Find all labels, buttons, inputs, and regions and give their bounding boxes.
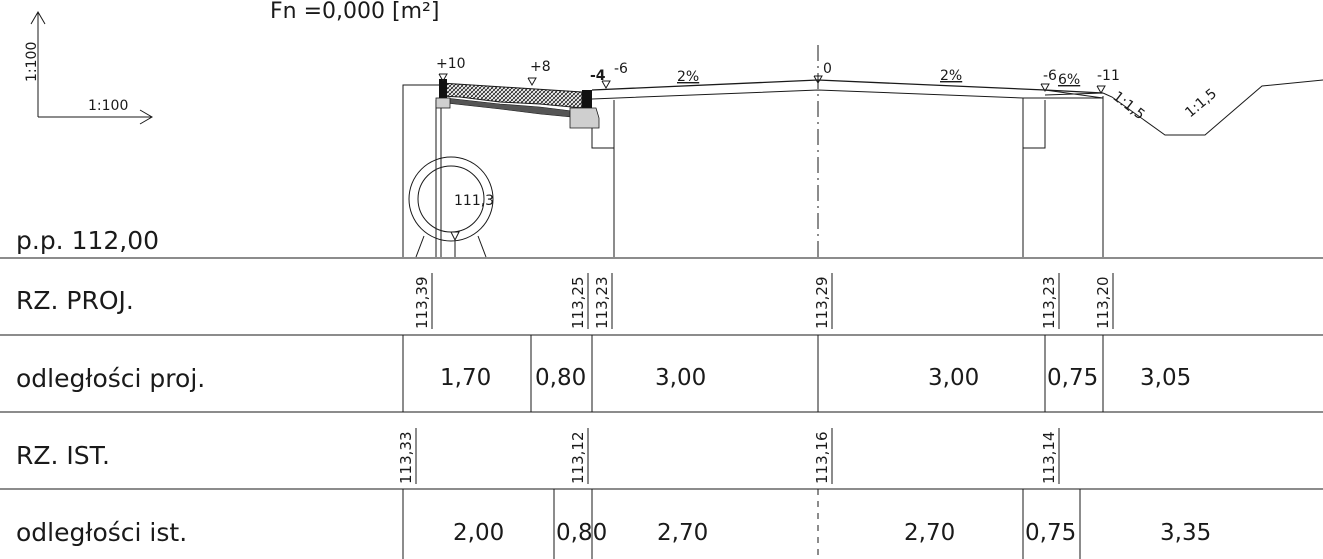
rz-ist-value: 113,16 <box>813 432 831 485</box>
rz-proj-value: 113,23 <box>593 277 611 330</box>
road-surface-top <box>591 79 1104 94</box>
row-label-rz-ist: RZ. IST. <box>16 441 110 470</box>
road-cross-section: 111,3 <box>16 45 1323 258</box>
odl-ist-value: 0,75 <box>1025 520 1076 546</box>
left-edge-kerb <box>439 79 447 103</box>
fn-area-label: Fn =0,000 [m²] <box>270 0 439 24</box>
slope-right: 2% <box>940 68 962 84</box>
slope-shoulder: 6% <box>1058 72 1080 88</box>
row-label-odl-proj: odległości proj. <box>16 364 205 393</box>
pipe-elevation-label: 111,3 <box>454 193 494 209</box>
pipe-outer <box>408 156 494 242</box>
ditch-profile <box>1102 79 1323 136</box>
row-label-odl-ist: odległości ist. <box>16 518 187 547</box>
rz-proj-value: 113,20 <box>1094 277 1112 330</box>
ditch-slope-right: 1:1,5 <box>1182 86 1220 121</box>
rz-ist-values: 113,33 113,12 113,16 113,14 <box>397 428 1060 485</box>
odl-ist-value: 2,70 <box>904 520 955 546</box>
rz-ist-value: 113,12 <box>569 432 587 485</box>
odl-ist-value: 0,80 <box>556 520 607 546</box>
rz-proj-value: 113,25 <box>569 277 587 330</box>
odl-proj-value: 1,70 <box>440 365 491 391</box>
odl-ist-value: 2,70 <box>657 520 708 546</box>
odl-ist-dividers <box>402 489 1081 559</box>
odl-proj-dividers <box>402 335 1104 412</box>
scale-vertical-label: 1:100 <box>24 42 40 82</box>
rz-ist-value: 113,33 <box>397 432 415 485</box>
odl-proj-value: 0,75 <box>1047 365 1098 391</box>
rz-proj-values: 113,39 113,25 113,23 113,29 113,23 113,20 <box>413 273 1114 330</box>
odl-proj-value: 3,00 <box>928 365 979 391</box>
odl-proj-value: 3,00 <box>655 365 706 391</box>
rz-proj-value: 113,39 <box>413 277 431 330</box>
marker-minus6-left: -6 <box>614 61 628 77</box>
odl-ist-value: 2,00 <box>453 520 504 546</box>
road-kerb <box>582 90 592 112</box>
marker-zero: 0 <box>823 61 832 77</box>
rz-proj-value: 113,29 <box>813 277 831 330</box>
rz-proj-value: 113,23 <box>1040 277 1058 330</box>
datum-label: p.p. 112,00 <box>16 226 159 255</box>
odl-proj-value: 3,05 <box>1140 365 1191 391</box>
marker-plus10: +10 <box>436 56 466 72</box>
rz-ist-value: 113,14 <box>1040 432 1058 485</box>
odl-ist-values: 2,00 0,80 2,70 2,70 0,75 3,35 <box>453 520 1211 546</box>
odl-proj-value: 0,80 <box>535 365 586 391</box>
marker-plus8: +8 <box>530 59 551 75</box>
marker-minus11: -11 <box>1097 68 1120 84</box>
data-table: RZ. PROJ. odległości proj. RZ. IST. odle… <box>0 257 1323 559</box>
slope-left: 2% <box>677 69 699 85</box>
marker-minus4: -4 <box>590 68 606 84</box>
odl-ist-value: 3,35 <box>1160 520 1211 546</box>
odl-proj-values: 1,70 0,80 3,00 3,00 0,75 3,05 <box>440 365 1191 391</box>
marker-minus6-right: -6 <box>1043 68 1057 84</box>
scale-indicator: 1:100 1:100 <box>24 11 153 125</box>
row-label-rz-proj: RZ. PROJ. <box>16 286 134 315</box>
scale-horizontal-label: 1:100 <box>88 98 128 114</box>
